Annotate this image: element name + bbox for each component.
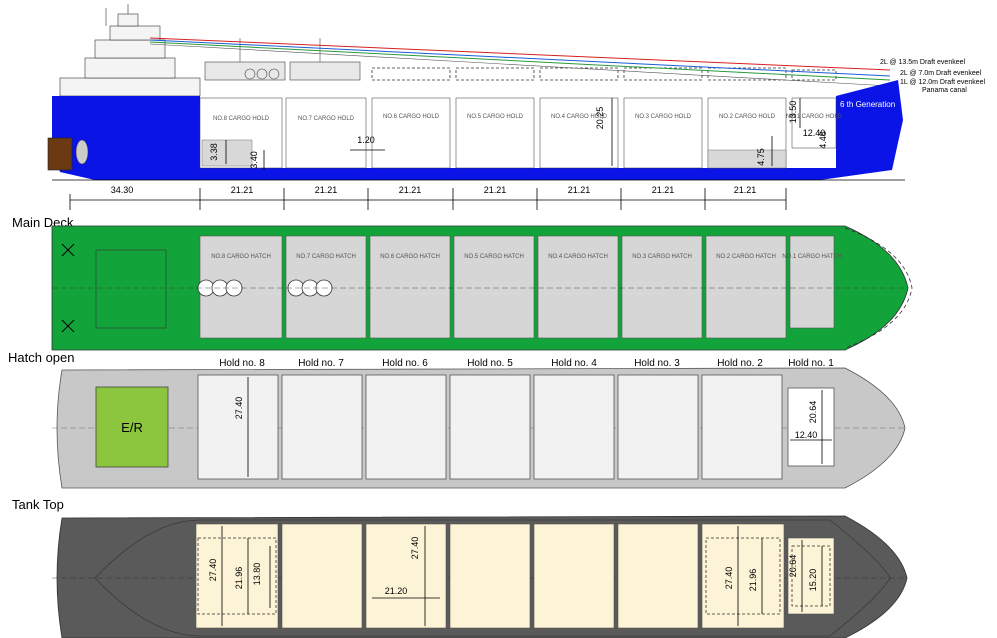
tank-dim: 13.80 <box>252 563 262 586</box>
tank-dim: 15.20 <box>808 569 818 592</box>
profile-hold-label: NO.4 CARGO HOLD <box>551 114 608 120</box>
hatch-open-plan: E/R Hold no. 8 Hold no. 7 Hold no. 6 Hol… <box>52 358 906 489</box>
tank-top-plan: 27.40 21.96 13.80 27.40 21.20 27.40 21.9… <box>52 515 908 638</box>
deck-hatch-label: NO.4 CARGO HATCH <box>548 254 608 260</box>
deck-cranes <box>204 38 361 81</box>
tank-dim: 21.20 <box>385 586 408 596</box>
profile-hold-label: NO.5 CARGO HOLD <box>467 114 524 120</box>
anchor-icon <box>61 243 75 333</box>
deck-hatch-labels: NO.8 CARGO HATCH NO.7 CARGO HATCH NO.6 C… <box>211 254 842 260</box>
generation-label: 6 th Generation <box>840 100 895 109</box>
engine-room <box>95 386 169 468</box>
hold-label: Hold no. 7 <box>298 358 344 369</box>
hatch-open-title: Hatch open <box>8 350 75 365</box>
draft-labels: 2L @ 13.5m Draft evenkeel 2L @ 7.0m Draf… <box>880 59 986 94</box>
bottom-dim: 34.30 <box>111 185 134 195</box>
bottom-dim: 21.21 <box>484 185 507 195</box>
dim-1-20: 1.20 <box>357 135 375 145</box>
deck-hatch-label: NO.7 CARGO HATCH <box>296 254 356 260</box>
deckhouse <box>95 249 167 329</box>
draft-label: 2L @ 13.5m Draft evenkeel <box>880 59 966 66</box>
bottom-dim: 21.21 <box>231 185 254 195</box>
bottom-dim: 21.21 <box>734 185 757 195</box>
tank-top-holds <box>195 523 835 629</box>
hold-label: Hold no. 6 <box>382 358 428 369</box>
bottom-dim: 21.21 <box>568 185 591 195</box>
tank-dim: 27.40 <box>208 559 218 582</box>
hold-label: Hold no. 8 <box>219 358 265 369</box>
hold-label: Hold no. 3 <box>634 358 680 369</box>
deck-hatch-label: NO.6 CARGO HATCH <box>380 254 440 260</box>
tank-top-title: Tank Top <box>12 497 64 512</box>
tank-dim: 21.96 <box>234 567 244 590</box>
dim-12-40: 12.40 <box>803 128 826 138</box>
superstructure <box>59 4 201 97</box>
engine-room-label: E/R <box>121 420 143 435</box>
main-deck-plan: NO.8 CARGO HATCH NO.7 CARGO HATCH NO.6 C… <box>51 225 913 351</box>
profile-hold-label: NO.1 CARGO HOLD <box>786 114 843 120</box>
deck-hatch-label: NO.5 CARGO HATCH <box>464 254 524 260</box>
dim-3-38: 3.38 <box>209 143 219 161</box>
dim-20-25: 20.25 <box>595 107 605 130</box>
hold-label: Hold no. 2 <box>717 358 763 369</box>
tank-dim: 20.64 <box>788 555 798 578</box>
draft-lines <box>149 37 891 87</box>
dim-4-48: 4.48 <box>818 131 828 149</box>
dim-20-64: 20.64 <box>808 401 818 424</box>
draft-label: 2L @ 7.0m Draft evenkeel <box>900 70 982 77</box>
draft-label: Panama canal <box>922 87 967 94</box>
deck-hatch-label: NO.8 CARGO HATCH <box>211 254 271 260</box>
tank-dim: 27.40 <box>410 537 420 560</box>
draft-label: 1L @ 12.0m Draft evenkeel <box>900 79 986 86</box>
tank-dim: 27.40 <box>724 567 734 590</box>
deck-hatch-label: NO.2 CARGO HATCH <box>716 254 776 260</box>
profile-hold-labels: NO.8 CARGO HOLD NO.7 CARGO HOLD NO.6 CAR… <box>213 114 843 122</box>
rudder-icon <box>47 137 89 171</box>
hold-label: Hold no. 4 <box>551 358 597 369</box>
dim-12-40: 12.40 <box>795 430 818 440</box>
profile-hold-label: NO.7 CARGO HOLD <box>298 116 355 122</box>
deck-hatch-label: NO.1 CARGO HATCH <box>782 254 842 260</box>
hatch-open-holds <box>197 374 835 480</box>
profile-hold-label: NO.3 CARGO HOLD <box>635 114 692 120</box>
tank-dim: 21.96 <box>748 569 758 592</box>
hold-label: Hold no. 1 <box>788 358 834 369</box>
dim-13-50: 13.50 <box>788 101 798 124</box>
hold-labels: Hold no. 8 Hold no. 7 Hold no. 6 Hold no… <box>219 358 834 369</box>
dim-4-75: 4.75 <box>756 148 766 166</box>
bottom-dim: 21.21 <box>315 185 338 195</box>
hull <box>52 80 903 180</box>
profile-hold-label: NO.6 CARGO HOLD <box>383 114 440 120</box>
bottom-dimension-chain: 34.30 21.21 21.21 21.21 21.21 21.21 21.2… <box>69 185 787 210</box>
deck-hatch-label: NO.3 CARGO HATCH <box>632 254 692 260</box>
profile-view: NO.8 CARGO HOLD NO.7 CARGO HOLD NO.6 CAR… <box>47 4 986 210</box>
dim-27-40: 27.40 <box>234 397 244 420</box>
profile-hold-label: NO.2 CARGO HOLD <box>719 114 776 120</box>
tank-top-dashed-outlines <box>197 537 831 615</box>
profile-hold-label: NO.8 CARGO HOLD <box>213 116 270 122</box>
hopper-tanks <box>201 139 787 169</box>
hold-label: Hold no. 5 <box>467 358 513 369</box>
profile-dimensions: 3.38 3.40 1.20 20.25 4.75 13.50 12.40 4.… <box>209 98 828 170</box>
cargo-holds-profile <box>199 97 837 169</box>
dim-3-40: 3.40 <box>249 151 259 169</box>
bottom-dim: 21.21 <box>399 185 422 195</box>
bottom-dim: 21.21 <box>652 185 675 195</box>
